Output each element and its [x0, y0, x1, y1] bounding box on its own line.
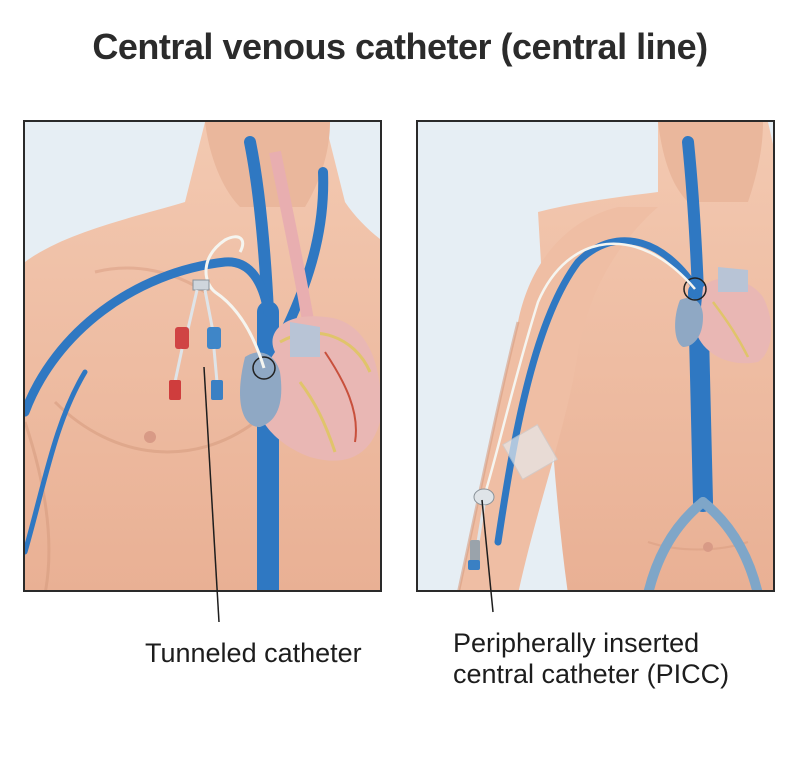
catheter-hub — [169, 279, 223, 400]
dressing — [501, 423, 559, 481]
picc-label-line1: Peripherally inserted — [453, 628, 700, 658]
heart — [254, 316, 380, 461]
picc-label-line2: central catheter (PICC) — [453, 659, 730, 689]
tunneled-catheter-panel — [23, 120, 382, 592]
picc-illustration — [457, 122, 773, 590]
catheter-tube — [204, 235, 266, 369]
picc-line — [482, 242, 696, 498]
heart-right — [698, 267, 772, 364]
picc-hub — [468, 488, 495, 570]
picc-label: Peripherally inserted central catheter (… — [453, 628, 729, 690]
figure-title: Central venous catheter (central line) — [92, 26, 708, 67]
picc-panel — [416, 120, 775, 592]
tunneled-catheter-label: Tunneled catheter — [145, 638, 362, 668]
tunneled-catheter-illustration — [25, 122, 380, 590]
